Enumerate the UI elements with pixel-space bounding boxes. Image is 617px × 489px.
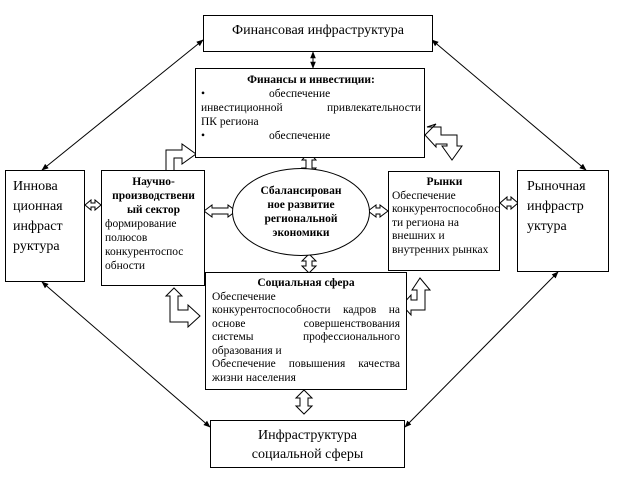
markets-text-3: ти региона на [392, 216, 459, 229]
science-text-1: формирование [105, 218, 177, 230]
innov-line-4: руктура [13, 239, 60, 254]
arrow-innov-science [84, 198, 102, 212]
finance-investment-box: Финансы и инвестиции: •обеспечение инвес… [195, 68, 425, 158]
social-infra-line-1: Инфраструктура [258, 428, 357, 443]
innov-line-2: ционная [13, 199, 63, 214]
markets-box: Рынки Обеспечение конкурентоспособнос ти… [388, 171, 500, 271]
social-line-4: системы профессионального [212, 331, 400, 343]
finance-bullet-1-line-3: ПК региона [201, 116, 259, 128]
science-production-box: Научно- производствени ый сектор формиро… [101, 170, 205, 286]
market-infra-line-1: Рыночная [527, 179, 586, 194]
social-infra-line-2: социальной сферы [251, 447, 364, 462]
bullet-1-icon: • [201, 88, 206, 100]
arrow-bent-science-social [164, 287, 201, 329]
innov-line-1: Иннова [13, 179, 58, 194]
science-title-3: ый сектор [126, 204, 181, 216]
central-ellipse: Сбалансирован ное развитие региональной … [232, 168, 370, 256]
science-text-3: конкурентоспос [105, 246, 184, 258]
finance-bullet-1-line-2: инвестиционной привлекательности [201, 102, 421, 114]
social-infrastructure-box: Инфраструктура социальной сферы [210, 420, 405, 468]
science-title-2: производствени [112, 190, 195, 202]
social-line-6: Обеспечение повышения качества [212, 358, 400, 370]
science-title-1: Научно- [132, 176, 175, 188]
social-line-7: жизни населения [212, 371, 296, 384]
arrow-center-markets [367, 204, 389, 218]
social-line-2: конкурентоспособности кадров на [212, 304, 400, 316]
innovation-infrastructure-box: Иннова ционная инфраст руктура [5, 170, 85, 282]
center-line-2: ное развитие [267, 199, 335, 211]
social-title: Социальная сфера [257, 277, 355, 289]
market-infrastructure-box: Рыночная инфрастр уктура [517, 170, 609, 272]
financial-infrastructure-box: Финансовая инфраструктура [203, 15, 433, 52]
markets-text-1: Обеспечение [392, 189, 456, 202]
science-text-2: полюсов [105, 232, 148, 244]
finance-bullet-1: •обеспечение [201, 88, 331, 100]
markets-text-4: внешних и [392, 230, 445, 242]
arrow-markets-marketinfra [499, 195, 519, 211]
science-text-4: обности [105, 260, 146, 272]
arrow-innov-social [41, 281, 211, 428]
arrow-market-social [404, 271, 559, 428]
arrow-center-social [300, 253, 318, 274]
social-line-1: Обеспечение [212, 290, 276, 303]
markets-text-2: конкурентоспособнос [392, 203, 500, 215]
markets-title: Рынки [426, 176, 463, 188]
financial-infrastructure-title: Финансовая инфраструктура [232, 23, 404, 38]
social-sphere-box: Социальная сфера Обеспечение конкурентос… [205, 272, 407, 390]
center-line-1: Сбалансирован [260, 185, 342, 197]
arrow-bent-finance-markets [424, 123, 463, 161]
arrow-social-infrasocial [294, 389, 314, 415]
markets-text-5: внутренних рынках [392, 243, 489, 256]
center-line-4: экономики [272, 227, 330, 239]
market-infra-line-2: инфрастр [527, 199, 584, 214]
market-infra-line-3: уктура [527, 219, 567, 234]
finance-bullet-2: •обеспечение [201, 130, 331, 142]
finance-title: Финансы и инвестиции: [247, 74, 375, 86]
arrow-fin-innov [41, 39, 204, 171]
arrow-fin-market [431, 39, 587, 171]
social-line-5: образования и [212, 344, 282, 357]
bullet-2-icon: • [201, 130, 206, 142]
social-line-3: основе совершенствования [212, 317, 400, 330]
innov-line-3: инфраст [13, 219, 63, 234]
center-line-3: региональной [264, 213, 338, 225]
